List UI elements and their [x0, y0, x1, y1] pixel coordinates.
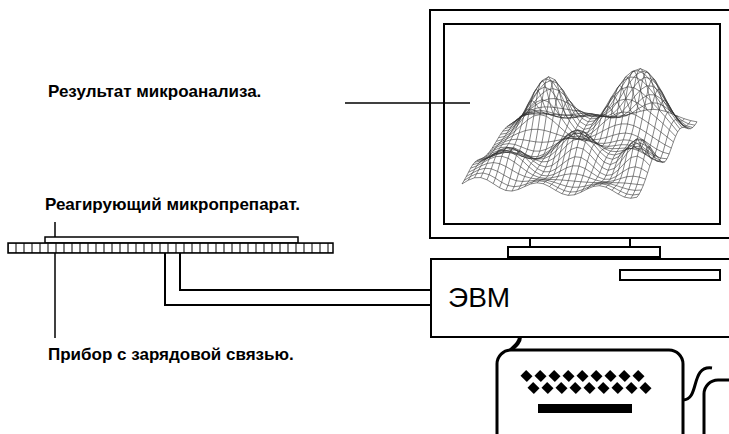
key	[548, 370, 560, 382]
leader-line	[345, 102, 470, 104]
mesh-line	[637, 122, 697, 197]
key	[618, 370, 630, 382]
key	[520, 370, 532, 382]
mesh-line	[531, 110, 591, 184]
key	[597, 382, 609, 394]
computer-box: ЭВМ	[430, 258, 729, 338]
leader-line	[54, 253, 56, 338]
key	[576, 370, 588, 382]
mesh-line	[475, 113, 535, 178]
mesh-line	[625, 110, 685, 197]
mesh-line	[600, 71, 660, 185]
keyboard	[497, 350, 683, 434]
ccd-strip	[8, 243, 333, 253]
signal-wire	[180, 253, 431, 290]
mesh-line	[479, 139, 654, 165]
disk-slot	[620, 270, 720, 280]
keyboard-keys	[520, 370, 651, 394]
mesh-line	[562, 106, 622, 193]
monitor-base	[508, 247, 660, 257]
part-label: Прибор с зарядовой связью.	[48, 345, 294, 365]
mesh-line	[509, 69, 684, 128]
key	[625, 382, 637, 394]
mesh-line	[507, 71, 682, 128]
key	[590, 370, 602, 382]
mesh-line	[516, 86, 691, 129]
mesh-line	[518, 95, 693, 128]
space-bar	[538, 404, 632, 413]
key	[555, 382, 567, 394]
monitor-screen	[444, 24, 720, 224]
key	[583, 382, 595, 394]
key	[569, 382, 581, 394]
part-label: Реагирующий микропрепарат.	[45, 195, 300, 215]
mesh-line	[537, 114, 597, 183]
node-label: ЭВМ	[448, 283, 729, 314]
mouse	[704, 380, 729, 434]
mesh-line	[511, 71, 686, 128]
key	[611, 382, 623, 394]
key	[562, 370, 574, 382]
part-label: Результат микроанализа.	[48, 82, 261, 102]
mesh-line	[481, 109, 541, 177]
mesh-line	[513, 77, 688, 128]
mesh-line	[493, 90, 553, 184]
monitor-neck	[530, 238, 630, 247]
key	[639, 382, 651, 394]
mesh-line	[543, 115, 603, 184]
mesh-line	[631, 120, 691, 199]
micropreparation	[45, 237, 298, 243]
key	[604, 370, 616, 382]
monitor-housing	[430, 10, 729, 238]
mesh-line	[612, 89, 672, 190]
signal-wire	[165, 253, 431, 305]
mesh-line	[556, 114, 616, 190]
surface-plot	[462, 69, 697, 199]
key	[534, 370, 546, 382]
key	[527, 382, 539, 394]
key	[632, 370, 644, 382]
leader-line	[54, 222, 56, 237]
mesh-line	[522, 109, 697, 121]
key	[541, 382, 553, 394]
mesh-line	[618, 100, 678, 194]
